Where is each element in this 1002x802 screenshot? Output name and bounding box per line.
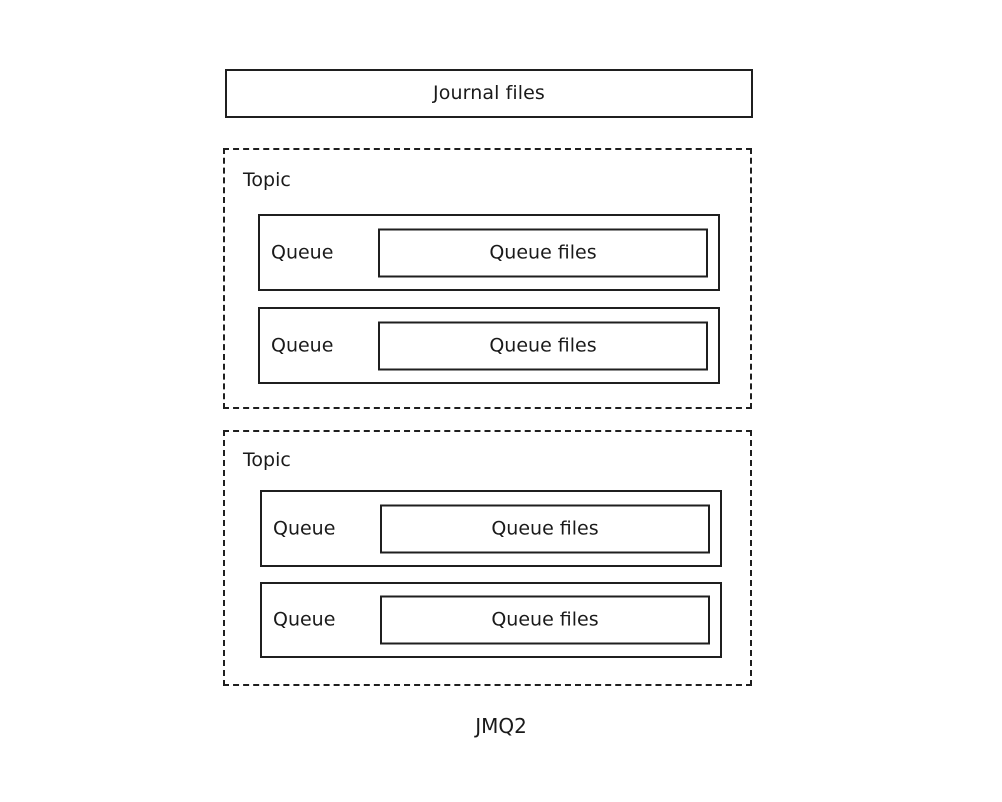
journal-files-box: Journal files bbox=[225, 69, 753, 118]
queue-files-box: Queue files bbox=[378, 228, 708, 277]
queue-files-label: Queue files bbox=[491, 517, 599, 539]
queue-row: Queue Queue files bbox=[260, 490, 722, 567]
queue-label: Queue bbox=[271, 334, 334, 356]
topic-container-2: Topic Queue Queue files Queue Queue file… bbox=[223, 430, 752, 686]
queue-row: Queue Queue files bbox=[258, 214, 720, 291]
queue-label: Queue bbox=[273, 608, 336, 631]
journal-files-label: Journal files bbox=[433, 82, 545, 104]
queue-files-label: Queue files bbox=[491, 608, 599, 631]
queue-row: Queue Queue files bbox=[258, 307, 720, 384]
queue-files-box: Queue files bbox=[380, 595, 710, 645]
queue-files-label: Queue files bbox=[489, 241, 597, 263]
queue-label: Queue bbox=[271, 241, 334, 263]
queue-row: Queue Queue files bbox=[260, 582, 722, 658]
topic-label-2: Topic bbox=[243, 449, 291, 471]
diagram-caption: JMQ2 bbox=[475, 714, 527, 738]
queue-label: Queue bbox=[273, 517, 336, 539]
queue-files-box: Queue files bbox=[380, 504, 710, 553]
queue-files-box: Queue files bbox=[378, 321, 708, 370]
queue-files-label: Queue files bbox=[489, 334, 597, 356]
topic-container-1: Topic Queue Queue files Queue Queue file… bbox=[223, 148, 752, 409]
topic-label-1: Topic bbox=[243, 169, 291, 191]
